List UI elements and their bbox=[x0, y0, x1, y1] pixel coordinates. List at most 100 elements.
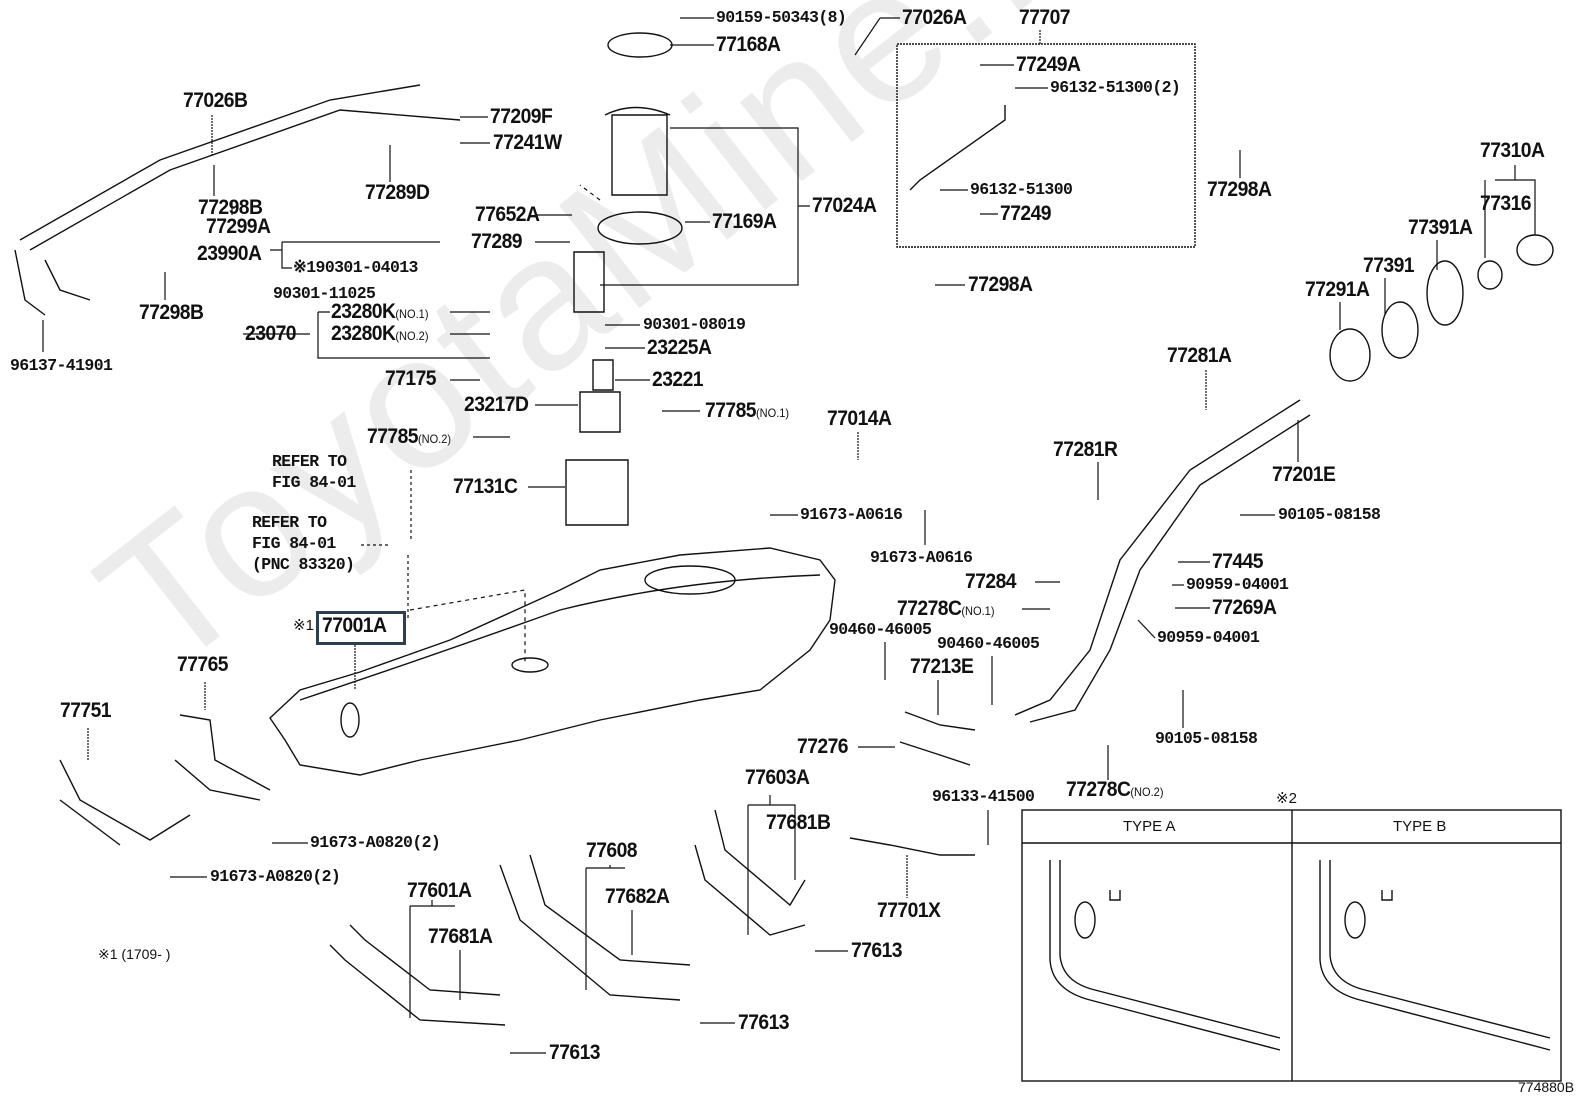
part-label[interactable]: 90301-08019 bbox=[643, 315, 746, 334]
part-label[interactable]: 77785(NO.1) bbox=[705, 399, 790, 422]
part-label[interactable]: 77707 bbox=[1019, 6, 1071, 29]
refer-note-line: FIG 84-01 bbox=[252, 534, 336, 553]
part-label[interactable]: 77681B bbox=[766, 811, 831, 834]
part-label[interactable]: 77608 bbox=[586, 839, 638, 862]
retainer-77316 bbox=[1477, 260, 1503, 290]
part-label[interactable]: 77289 bbox=[471, 230, 523, 253]
part-label[interactable]: 90105-08158 bbox=[1155, 729, 1258, 748]
strap-77601a bbox=[329, 924, 506, 1026]
part-label[interactable]: 96132-51300 bbox=[970, 180, 1073, 199]
part-label[interactable]: 77278C(NO.1) bbox=[897, 597, 995, 620]
refer-note-line: FIG 84-01 bbox=[272, 473, 356, 492]
part-label[interactable]: 77291A bbox=[1305, 278, 1370, 301]
leader-lines bbox=[42, 17, 1536, 1054]
part-label[interactable]: 77249 bbox=[1000, 202, 1052, 225]
gasket-77169a bbox=[597, 211, 683, 245]
part-label[interactable]: 77316 bbox=[1480, 192, 1532, 215]
part-label[interactable]: 91673-A0616 bbox=[800, 505, 903, 524]
part-label[interactable]: 90460-46005 bbox=[829, 620, 932, 639]
part-label[interactable]: 77298B bbox=[198, 196, 263, 219]
refer-note-line: (PNC 83320) bbox=[252, 555, 355, 574]
part-label[interactable]: 90301-11025 bbox=[273, 284, 376, 303]
part-label[interactable]: 23280K(NO.1) bbox=[331, 300, 429, 323]
part-label[interactable]: 77026B bbox=[183, 89, 248, 112]
part-label[interactable]: 90159-50343(8) bbox=[716, 8, 847, 27]
type-comparison-table bbox=[1021, 809, 1562, 1082]
type-b-header: TYPE B bbox=[1393, 818, 1447, 835]
part-label[interactable]: 77131C bbox=[453, 475, 518, 498]
part-label[interactable]: 96133-41500 bbox=[932, 787, 1035, 806]
highlighted-part-box bbox=[316, 611, 406, 645]
note-1-date-range: ※1 (1709- ) bbox=[98, 946, 171, 962]
part-label[interactable]: 96132-51300(2) bbox=[1050, 78, 1181, 97]
part-label[interactable]: 77603A bbox=[745, 766, 810, 789]
part-label[interactable]: 77284 bbox=[965, 570, 1017, 593]
ring-77391 bbox=[1381, 301, 1419, 359]
part-label[interactable]: 23225A bbox=[647, 336, 712, 359]
note-mark-2: ※2 bbox=[1276, 790, 1297, 807]
part-label[interactable]: 77701X bbox=[877, 899, 941, 922]
part-label[interactable]: 77289D bbox=[365, 181, 430, 204]
part-label[interactable]: 23070 bbox=[245, 322, 297, 345]
part-label[interactable]: 77298B bbox=[139, 301, 204, 324]
fuel-pump-module bbox=[604, 106, 671, 196]
part-label[interactable]: 77168A bbox=[716, 33, 781, 56]
part-label[interactable]: 77652A bbox=[475, 203, 540, 226]
part-label[interactable]: 77175 bbox=[385, 367, 437, 390]
part-label[interactable]: 77391A bbox=[1408, 216, 1473, 239]
part-label[interactable]: 77785(NO.2) bbox=[367, 425, 452, 448]
part-label[interactable]: 77601A bbox=[407, 879, 472, 902]
fuel-tank bbox=[269, 547, 836, 776]
part-label[interactable]: ※190301-04013 bbox=[293, 258, 418, 277]
part-label[interactable]: 77445 bbox=[1212, 550, 1264, 573]
part-label[interactable]: 77310A bbox=[1480, 139, 1545, 162]
pump-23221 bbox=[592, 359, 614, 391]
bracket-77765 bbox=[174, 714, 271, 801]
part-label[interactable]: 77681A bbox=[428, 925, 493, 948]
part-label[interactable]: 77682A bbox=[605, 885, 670, 908]
part-label[interactable]: 23221 bbox=[652, 368, 704, 391]
part-label[interactable]: 90959-04001 bbox=[1186, 575, 1289, 594]
part-label[interactable]: 77751 bbox=[60, 699, 112, 722]
part-label[interactable]: 77169A bbox=[712, 210, 777, 233]
vent-tube-77707 bbox=[909, 105, 1006, 191]
part-label[interactable]: 77298A bbox=[968, 273, 1033, 296]
part-label-highlighted[interactable]: 77001A bbox=[322, 614, 387, 637]
part-label[interactable]: 77269A bbox=[1212, 596, 1277, 619]
part-label[interactable]: 23280K(NO.2) bbox=[331, 322, 429, 345]
part-label[interactable]: 91673-A0820(2) bbox=[310, 833, 441, 852]
part-label[interactable]: 77209F bbox=[490, 105, 553, 128]
part-label[interactable]: 77014A bbox=[827, 407, 892, 430]
part-label[interactable]: 77613 bbox=[851, 939, 903, 962]
part-label[interactable]: 77024A bbox=[812, 194, 877, 217]
part-label[interactable]: 23990A bbox=[197, 242, 262, 265]
bracket-77751 bbox=[59, 759, 191, 846]
filler-pipe-77201e bbox=[1014, 399, 1311, 723]
part-label[interactable]: 23217D bbox=[464, 393, 529, 416]
part-label[interactable]: 77241W bbox=[493, 131, 562, 154]
part-label[interactable]: 77765 bbox=[177, 653, 229, 676]
part-label[interactable]: 77613 bbox=[549, 1041, 601, 1064]
part-label[interactable]: 77281R bbox=[1053, 438, 1118, 461]
part-label[interactable]: 77201E bbox=[1272, 463, 1336, 486]
part-label[interactable]: 90105-08158 bbox=[1278, 505, 1381, 524]
seal-77291a bbox=[1329, 328, 1371, 382]
part-label[interactable]: 77299A bbox=[206, 215, 271, 238]
part-label[interactable]: 77276 bbox=[797, 735, 849, 758]
part-label[interactable]: 90959-04001 bbox=[1157, 628, 1260, 647]
vent-hose-group-box bbox=[896, 43, 1196, 248]
part-label[interactable]: 91673-A0820(2) bbox=[210, 867, 341, 886]
part-label[interactable]: 77278C(NO.2) bbox=[1066, 778, 1164, 801]
part-label[interactable]: 77026A bbox=[902, 6, 967, 29]
part-label[interactable]: 77249A bbox=[1016, 53, 1081, 76]
part-label[interactable]: 90460-46005 bbox=[937, 634, 1040, 653]
part-label[interactable]: 77213E bbox=[910, 655, 974, 678]
part-label[interactable]: 96137-41901 bbox=[10, 356, 113, 375]
part-label[interactable]: 91673-A0616 bbox=[870, 548, 973, 567]
part-label[interactable]: 77391 bbox=[1363, 254, 1415, 277]
part-label[interactable]: 77281A bbox=[1167, 344, 1232, 367]
part-label[interactable]: 77298A bbox=[1207, 178, 1272, 201]
hose-77213e bbox=[904, 711, 976, 731]
part-label[interactable]: 77613 bbox=[738, 1011, 790, 1034]
